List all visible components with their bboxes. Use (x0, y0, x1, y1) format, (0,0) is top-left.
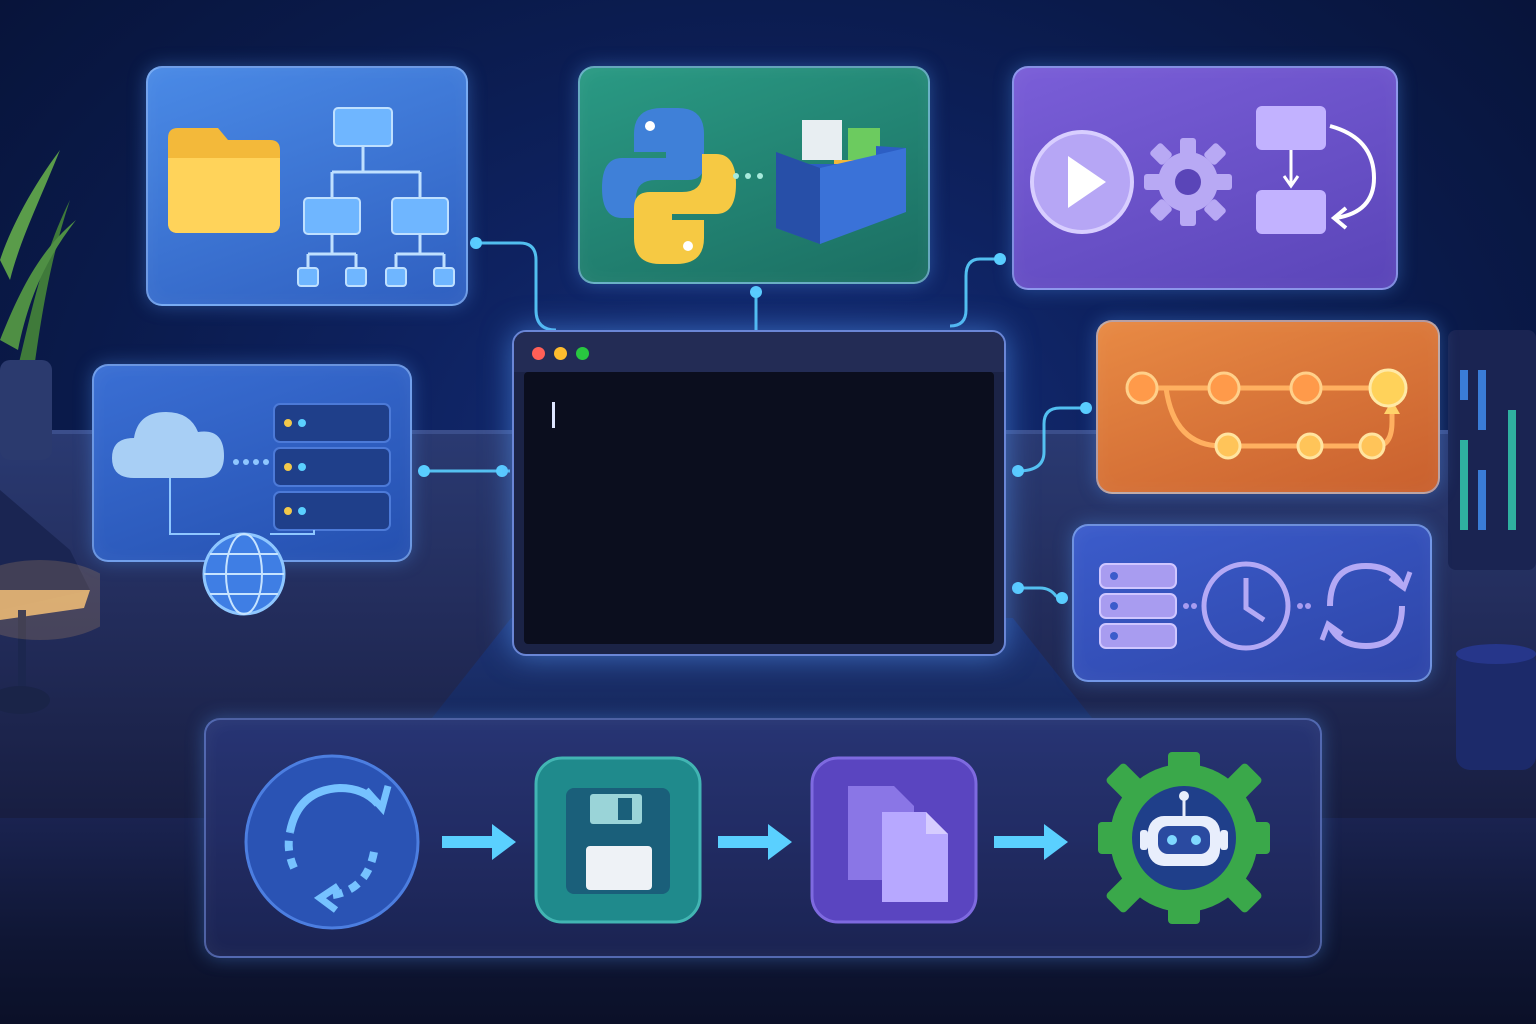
schedule-card[interactable] (1072, 524, 1432, 682)
gear-icon (1144, 138, 1232, 226)
pipeline-panel (204, 718, 1322, 958)
connector-schedule (1018, 586, 1063, 600)
files-card[interactable] (146, 66, 468, 306)
audio-equipment-icon (1448, 330, 1536, 570)
git-branch-icon (1125, 368, 1408, 460)
desk-lamp-icon (0, 490, 100, 714)
copy-files-icon[interactable] (810, 756, 978, 924)
arrow-right-icon (718, 824, 792, 860)
mug-icon (1456, 644, 1536, 770)
workflow-loop-icon (1256, 106, 1377, 234)
folder-icon (168, 128, 280, 233)
server-stack-icon (273, 403, 391, 531)
terminal-cursor (552, 402, 555, 428)
connector-automation (949, 257, 1000, 328)
terminal-window[interactable] (512, 330, 1006, 656)
clock-icon (1201, 561, 1291, 651)
maximize-icon[interactable] (576, 347, 589, 360)
sync-icon[interactable] (244, 754, 420, 930)
folder-tree-icon (297, 107, 455, 287)
globe-icon (202, 532, 286, 616)
terminal-body[interactable] (524, 372, 994, 644)
close-icon[interactable] (532, 347, 545, 360)
python-card[interactable] (578, 66, 930, 284)
refresh-icon (1319, 562, 1413, 650)
arrow-right-icon (994, 824, 1068, 860)
automation-card[interactable] (1012, 66, 1398, 290)
git-card[interactable] (1096, 320, 1440, 494)
arrow-right-icon (442, 824, 516, 860)
database-icon (1099, 563, 1177, 649)
cloud-card[interactable] (92, 364, 412, 616)
terminal-titlebar (514, 332, 1004, 372)
save-disk-icon[interactable] (534, 756, 702, 924)
play-icon (1030, 130, 1134, 234)
connector-files (476, 241, 557, 332)
cloud-icon (112, 412, 224, 478)
package-box-icon (776, 120, 906, 244)
robot-gear-icon[interactable] (1098, 752, 1270, 924)
plant-icon (0, 150, 76, 460)
minimize-icon[interactable] (554, 347, 567, 360)
connector-git (1017, 406, 1086, 473)
python-logo-icon (602, 108, 736, 264)
